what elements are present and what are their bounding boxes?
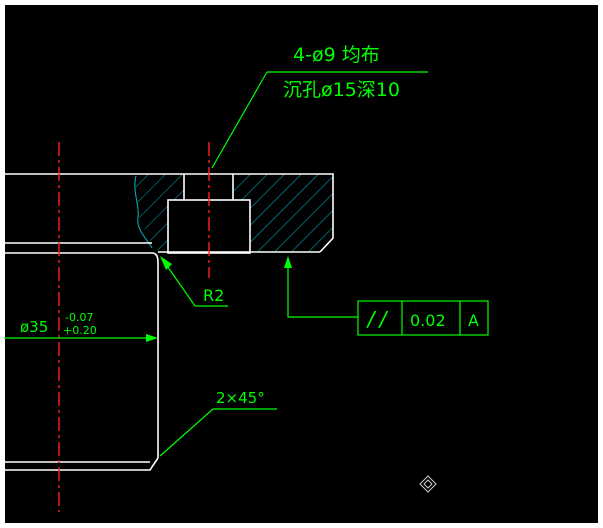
chamfer-leader bbox=[159, 408, 214, 457]
gdt-parallelism-symbol: // bbox=[366, 307, 390, 331]
hole-note-line1: 4-ø9 均布 bbox=[293, 44, 380, 66]
fillet-radius-label: R2 bbox=[203, 286, 224, 305]
arrowheads bbox=[146, 256, 292, 342]
gdt-datum-label: A bbox=[468, 311, 479, 330]
diameter-label: ø35 bbox=[20, 318, 48, 336]
break-line bbox=[134, 175, 153, 249]
diameter-tol-lower: +0.20 bbox=[63, 324, 97, 337]
diameter-tol-upper: -0.07 bbox=[65, 311, 93, 324]
cursor-marker bbox=[419, 475, 437, 493]
fillet-r2 bbox=[151, 252, 159, 263]
drawing-border bbox=[4, 4, 599, 524]
gdt-arrowhead bbox=[284, 256, 292, 268]
fillet-arrowhead bbox=[160, 256, 172, 270]
part-outline bbox=[4, 173, 334, 471]
gdt-leader bbox=[287, 265, 358, 318]
hole-note-leader bbox=[211, 71, 268, 169]
centerlines bbox=[58, 142, 210, 512]
chamfer-edge bbox=[4, 457, 159, 471]
drawing-background bbox=[4, 4, 599, 524]
flange-top-edge bbox=[4, 173, 334, 253]
gdt-frame-outline bbox=[357, 300, 489, 336]
chamfer-label: 2×45° bbox=[216, 389, 265, 407]
diameter-arrowhead bbox=[146, 334, 158, 342]
gdt-tolerance-value: 0.02 bbox=[410, 311, 446, 330]
annotation-lines bbox=[4, 71, 489, 457]
hole-note-line2: 沉孔ø15深10 bbox=[283, 79, 400, 101]
